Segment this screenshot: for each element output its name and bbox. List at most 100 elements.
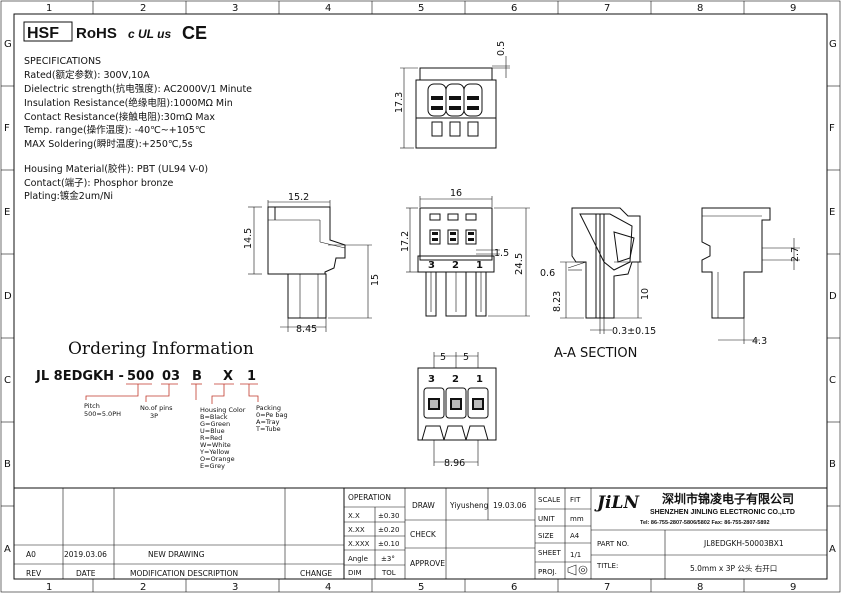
rohs-logo: RoHS — [76, 25, 117, 42]
date-header: DATE — [76, 569, 96, 578]
pin-label: 1 — [476, 374, 483, 385]
check-label: CHECK — [410, 530, 437, 539]
row-label: C — [4, 375, 11, 386]
tol-val: ±0.10 — [378, 540, 399, 548]
front-view: 3 2 1 16 17.2 1.5 24.5 — [400, 188, 530, 317]
col-label: 6 — [511, 582, 517, 593]
draw-date: 19.03.06 — [493, 501, 527, 510]
row-label: A — [4, 544, 11, 555]
row-labels-right: G F E D C B A — [829, 39, 837, 555]
material-line: Housing Material(胶件): PBT (UL94 V-0) — [24, 163, 208, 175]
rev-date: 2019.03.06 — [64, 550, 107, 559]
unit-label: UNIT — [538, 515, 555, 523]
draw-label: DRAW — [412, 501, 435, 510]
row-label: D — [829, 291, 837, 302]
part-no-value: JL8EDGKH-50003BX1 — [703, 539, 784, 548]
revision-block: A0 2019.03.06 NEW DRAWING REV DATE MODIF… — [13, 487, 345, 580]
col-label: 9 — [790, 3, 796, 14]
size-label: SIZE — [538, 532, 554, 540]
spec-line: Temp. range(操作温度): -40℃~+105℃ — [23, 124, 206, 136]
unit-value: mm — [570, 515, 584, 523]
col-label: 2 — [140, 3, 146, 14]
pin-label: 3 — [428, 374, 435, 385]
hsf-logo-box — [23, 21, 73, 42]
sheet-label: SHEET — [538, 549, 562, 557]
ordering-title: Ordering Information — [68, 339, 254, 359]
pin-label: 3 — [428, 260, 435, 271]
approve-label: APPROVE — [410, 559, 445, 568]
title-value: 5.0mm x 3P 公头 右开口 — [690, 563, 777, 573]
dim-8-23: 8.23 — [552, 291, 563, 312]
col-label: 8 — [697, 582, 703, 593]
ul-logo: c UL us — [128, 27, 171, 41]
dim-15-2: 15.2 — [288, 192, 309, 203]
pack-label: Packing 0=Pe bag A=Tray T=Tube — [255, 404, 290, 433]
dim-17-2: 17.2 — [400, 231, 411, 252]
color-label: Housing Color B=Black G=Green U=Blue R=R… — [199, 406, 248, 470]
tol-key: Angle — [348, 555, 368, 563]
col-label: 2 — [140, 582, 146, 593]
pitch-label-2: 500=5.0PH — [84, 410, 121, 418]
hsf-logo: HSF — [27, 25, 59, 42]
ce-logo: CE — [182, 23, 207, 43]
row-label: F — [829, 123, 835, 134]
section-view: 0.6 8.23 10 0.3±0.15 A-A SECTION — [540, 207, 656, 361]
row-label: G — [829, 39, 837, 50]
row-label: E — [829, 207, 835, 218]
top-view: 17.3 0.5 — [394, 41, 510, 149]
pin-label: 1 — [476, 260, 483, 271]
col-label: 8 — [697, 3, 703, 14]
part-no-label: PART NO. — [597, 540, 629, 548]
pin-label: 2 — [452, 260, 459, 271]
dim-2-7: 2.7 — [790, 247, 801, 262]
row-label: B — [829, 459, 836, 470]
dim-8-45: 8.45 — [296, 324, 317, 335]
order-code-pins: 03 — [162, 369, 180, 384]
column-labels-bottom: 1 2 3 4 5 6 7 8 9 — [46, 582, 796, 593]
dim-0-5: 0.5 — [496, 41, 507, 56]
dim-5b: 5 — [463, 352, 469, 363]
col-label: 7 — [604, 582, 610, 593]
col-label: 4 — [325, 3, 331, 14]
company-name-en: SHENZHEN JINLING ELECTRONIC CO.,LTD — [650, 509, 795, 516]
col-label: 5 — [418, 582, 424, 593]
desc-header: MODIFICATION DESCRIPTION — [130, 569, 238, 578]
dim-17-3: 17.3 — [394, 92, 405, 113]
column-labels-top: 1 2 3 4 5 6 7 8 9 — [46, 3, 796, 14]
row-label: G — [4, 39, 12, 50]
projection-symbol-icon — [567, 564, 588, 576]
row-label: E — [4, 207, 10, 218]
pin-label: 2 — [452, 374, 459, 385]
company-name-cn: 深圳市锦凌电子有限公司 — [662, 491, 794, 506]
rev-desc: NEW DRAWING — [148, 550, 205, 559]
tol-key: X.X — [348, 512, 360, 520]
dim-5a: 5 — [440, 352, 446, 363]
spec-heading: SPECIFICATIONS — [24, 56, 101, 67]
pins-label-1: No.of pins — [140, 404, 173, 412]
row-labels-left: G F E D C B A — [4, 39, 12, 555]
size-value: A4 — [570, 532, 580, 540]
change-header: CHANGE — [300, 569, 332, 578]
tol-val: ±3° — [381, 555, 395, 563]
section-label: A-A SECTION — [554, 346, 637, 361]
col-label: 3 — [232, 3, 238, 14]
dim-24-5: 24.5 — [514, 253, 525, 275]
row-label: B — [4, 459, 11, 470]
dim-1-5: 1.5 — [494, 248, 509, 259]
tol-label: TOL — [381, 569, 396, 577]
dim-14-5: 14.5 — [243, 228, 254, 249]
dim-8-96: 8.96 — [444, 458, 465, 469]
order-code-pack: X — [223, 369, 233, 384]
proj-label: PROJ. — [538, 568, 557, 576]
col-label: 1 — [46, 3, 52, 14]
order-code-suffix: 1 — [247, 369, 256, 384]
tol-val: ±0.20 — [378, 526, 399, 534]
dim-10: 10 — [640, 288, 651, 300]
sheet-value: 1/1 — [570, 551, 581, 559]
col-label: 3 — [232, 582, 238, 593]
operation-label: OPERATION — [348, 493, 391, 502]
spec-line: Contact Resistance(接触电阻):30mΩ Max — [24, 111, 215, 123]
material-line: Contact(端子): Phosphor bronze — [24, 177, 173, 189]
